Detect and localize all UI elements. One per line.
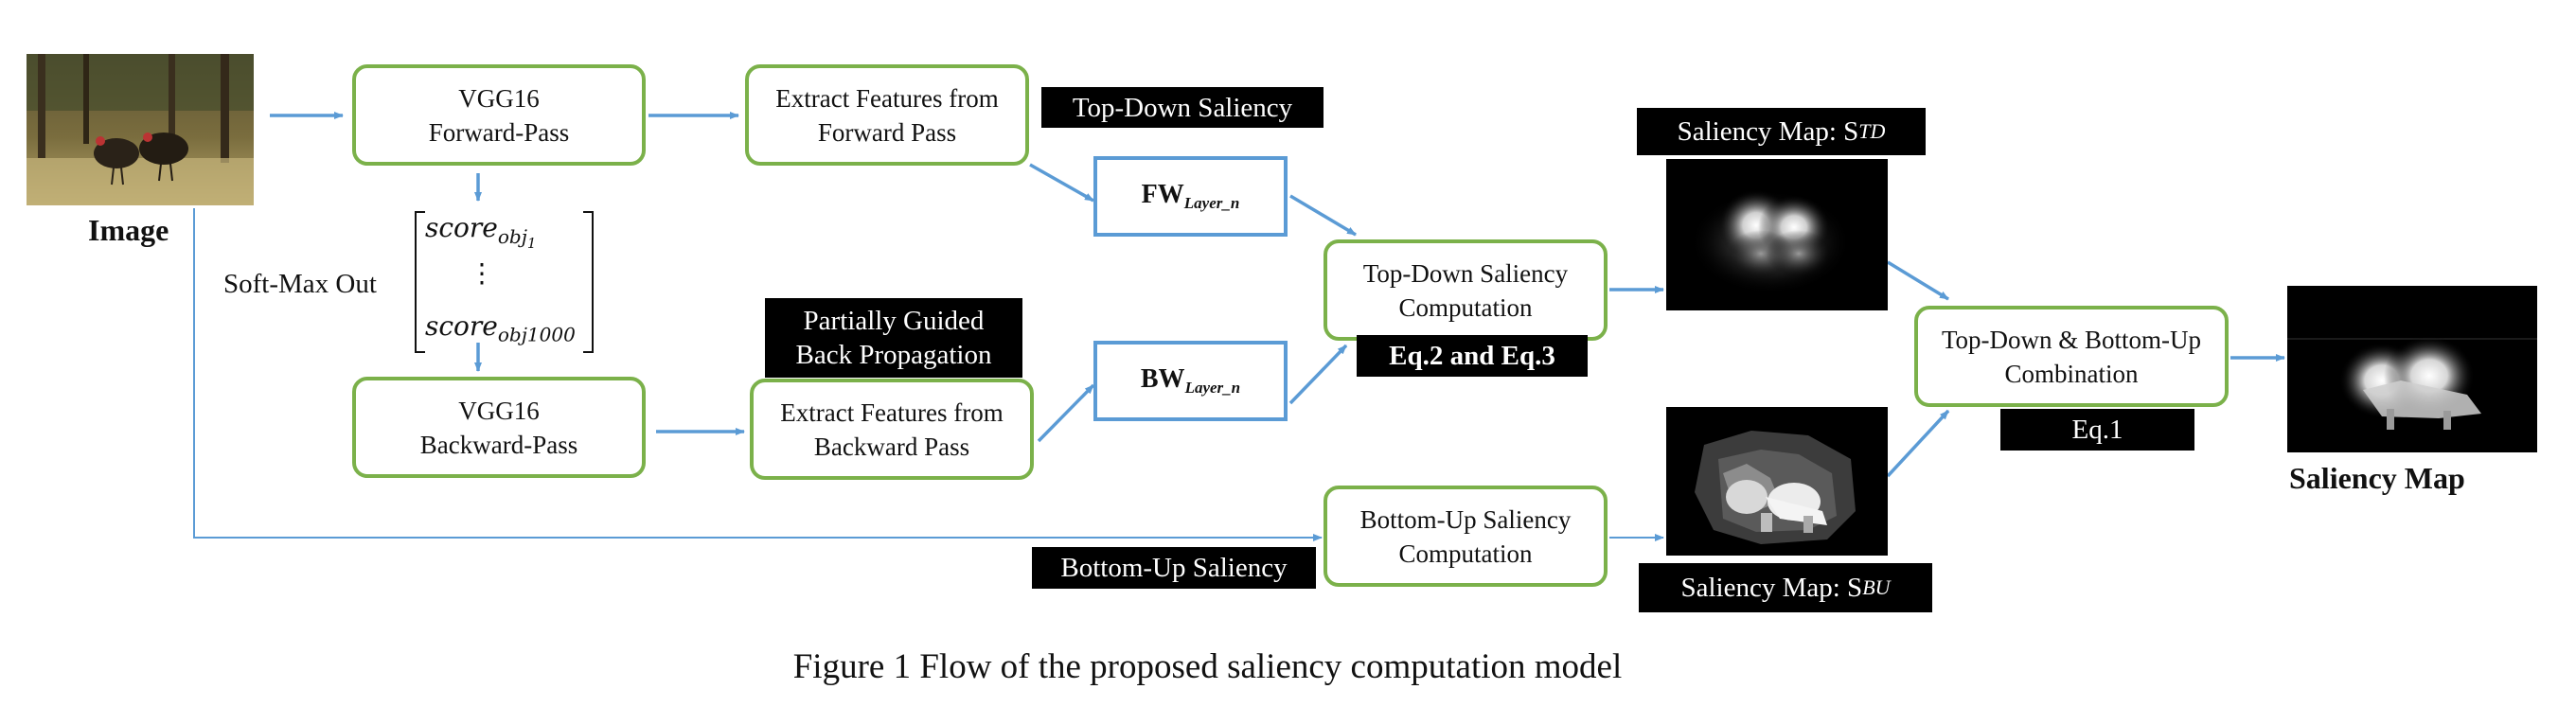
td-computation-line2: Computation bbox=[1398, 292, 1533, 322]
combination-line1: Top-Down & Bottom-Up bbox=[1941, 325, 2202, 354]
guided-backprop-label: Partially Guided Back Propagation bbox=[765, 298, 1022, 378]
extract-backward-box: Extract Features from Backward Pass bbox=[750, 379, 1034, 480]
eq1-label: Eq.1 bbox=[2000, 409, 2194, 451]
extract-forward-line1: Extract Features from bbox=[775, 83, 999, 113]
softmax-row1: scoreobj1 bbox=[425, 212, 537, 252]
combination-box: Top-Down & Bottom-Up Combination bbox=[1914, 306, 2229, 407]
output-saliency-image bbox=[2287, 286, 2537, 452]
extract-backward-line2: Backward Pass bbox=[813, 432, 970, 461]
matrix-brackets bbox=[415, 211, 594, 353]
bu-computation-box: Bottom-Up Saliency Computation bbox=[1324, 486, 1608, 587]
saliency-map-bu-image bbox=[1666, 407, 1888, 556]
extract-forward-line2: Forward Pass bbox=[817, 117, 957, 147]
extract-backward-line1: Extract Features from bbox=[780, 398, 1004, 427]
saliency-map-td-image bbox=[1666, 159, 1888, 310]
line-image-to-bottomup bbox=[193, 208, 1323, 541]
top-down-saliency-label: Top-Down Saliency bbox=[1041, 87, 1324, 128]
arrow-fw-to-td bbox=[1289, 194, 1357, 237]
td-computation-line1: Top-Down Saliency bbox=[1362, 258, 1569, 288]
eq23-label: Eq.2 and Eq.3 bbox=[1357, 335, 1588, 377]
guided-backprop-line2: Back Propagation bbox=[795, 340, 992, 370]
output-saliency-label: Saliency Map bbox=[2289, 461, 2465, 495]
vgg16-forward-box: VGG16 Forward-Pass bbox=[352, 64, 646, 166]
vgg16-backward-line1: VGG16 bbox=[458, 396, 540, 425]
input-image-label: Image bbox=[88, 213, 169, 247]
vgg16-forward-line2: Forward-Pass bbox=[428, 117, 570, 147]
softmax-dots: ⋮ bbox=[469, 257, 495, 289]
fw-layer-box: FWLayer_n bbox=[1093, 156, 1288, 237]
bottom-up-saliency-label: Bottom-Up Saliency bbox=[1032, 547, 1316, 589]
bw-layer-box: BWLayer_n bbox=[1093, 341, 1288, 421]
vgg16-backward-line2: Backward-Pass bbox=[419, 430, 578, 459]
td-computation-box: Top-Down Saliency Computation bbox=[1324, 239, 1608, 341]
bu-computation-line1: Bottom-Up Saliency bbox=[1359, 504, 1572, 534]
arrow-bw-to-td bbox=[1288, 344, 1348, 405]
arrow-tdmap-to-comb bbox=[1887, 260, 1949, 301]
bu-computation-line2: Computation bbox=[1398, 539, 1533, 568]
softmax-row2: scoreobj1000 bbox=[425, 310, 576, 346]
arrow-bumap-to-comb bbox=[1886, 409, 1950, 478]
softmax-matrix: scoreobj1 ⋮ scoreobj1000 bbox=[412, 210, 596, 354]
vgg16-forward-line1: VGG16 bbox=[458, 83, 540, 113]
extract-forward-box: Extract Features from Forward Pass bbox=[745, 64, 1029, 166]
softmax-label: Soft-Max Out bbox=[223, 269, 377, 299]
arrow-extract-to-bw bbox=[1037, 383, 1095, 443]
vgg16-backward-box: VGG16 Backward-Pass bbox=[352, 377, 646, 478]
arrow-extract-to-fw bbox=[1029, 163, 1094, 203]
combination-line2: Combination bbox=[2004, 359, 2139, 388]
fw-layer-text: FWLayer_n bbox=[1141, 180, 1240, 212]
input-image bbox=[27, 54, 254, 205]
guided-backprop-line1: Partially Guided bbox=[803, 306, 985, 336]
figure-caption: Figure 1 Flow of the proposed saliency c… bbox=[792, 647, 1623, 686]
bw-layer-text: BWLayer_n bbox=[1140, 364, 1241, 397]
